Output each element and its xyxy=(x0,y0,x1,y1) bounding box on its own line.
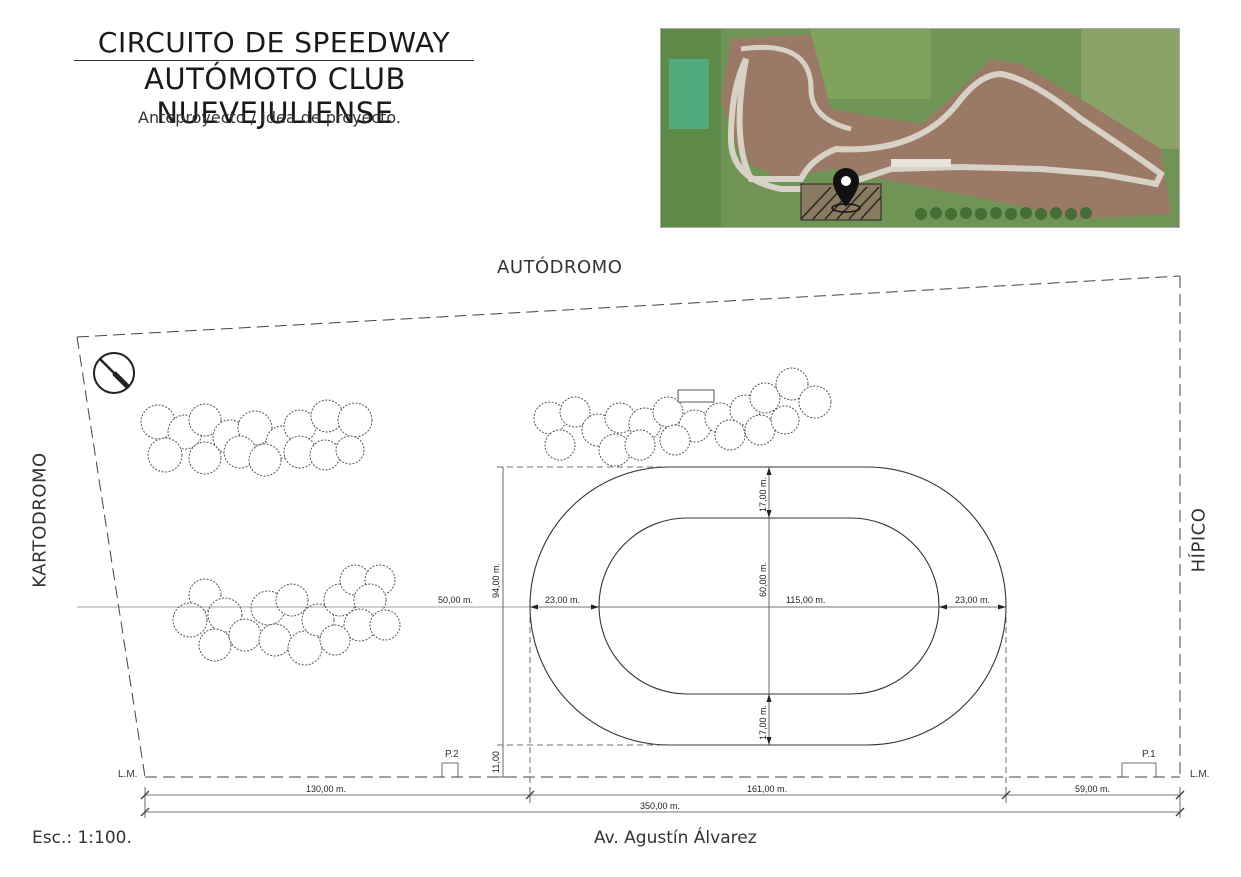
dim-front-right: 59,00 m. xyxy=(1075,784,1110,794)
aerial-map xyxy=(660,28,1180,228)
neighbor-label-top: AUTÓDROMO xyxy=(497,257,623,278)
gate-p1: P.1 xyxy=(1121,749,1157,777)
dim-width-top: 17,00 m. xyxy=(758,477,768,512)
compass-north-icon xyxy=(93,352,135,394)
lot-boundary xyxy=(76,275,1181,778)
dim-depth-total: 94,00 m. xyxy=(491,563,501,598)
street-label: Av. Agustín Álvarez xyxy=(594,828,757,848)
neighbor-label-right: HÍPICO xyxy=(1188,507,1210,573)
tree-cluster-2 xyxy=(533,367,832,467)
title-line-2: AUTÓMOTO CLUB NUEVEJULIENSE xyxy=(144,62,406,130)
scale-label: Esc.: 1:100. xyxy=(32,828,132,848)
gate-p2: P.2 xyxy=(441,749,459,777)
dim-front-total: 350,00 m. xyxy=(640,801,680,811)
dim-inner-length: 115,00 m. xyxy=(786,595,825,605)
dim-inner-width: 60,00 m. xyxy=(758,562,768,597)
dim-width-left: 23,00 m. xyxy=(545,595,580,605)
dim-width-bottom: 17,00 m. xyxy=(758,705,768,740)
dimension-arrows xyxy=(530,467,1006,745)
dim-offset-left: 50,00 m. xyxy=(438,595,473,605)
track-outer-edge xyxy=(529,466,1007,746)
tree-cluster-3 xyxy=(172,564,401,666)
neighbor-label-left: KARTODROMO xyxy=(29,452,51,588)
subtitle: Anteproyecto / Idea de proyecto. xyxy=(138,108,401,127)
tree-cluster-1 xyxy=(140,399,373,477)
svg-text:P.1: P.1 xyxy=(1142,749,1156,760)
lm-right-label: L.M. xyxy=(1190,769,1209,780)
dim-front-mid: 161,00 m. xyxy=(747,784,787,794)
dim-front-gap: 11,00 xyxy=(491,751,501,773)
svg-text:P.2: P.2 xyxy=(445,749,459,760)
title-divider xyxy=(74,60,474,61)
dim-front-left: 130,00 m. xyxy=(306,784,346,794)
speedway-track xyxy=(529,466,1007,746)
title-line-1: CIRCUITO DE SPEEDWAY xyxy=(97,26,451,59)
location-pin-icon xyxy=(831,168,861,213)
dim-width-right: 23,00 m. xyxy=(955,595,990,605)
dimension-lines xyxy=(77,466,1185,818)
lm-left-label: L.M. xyxy=(118,769,137,780)
